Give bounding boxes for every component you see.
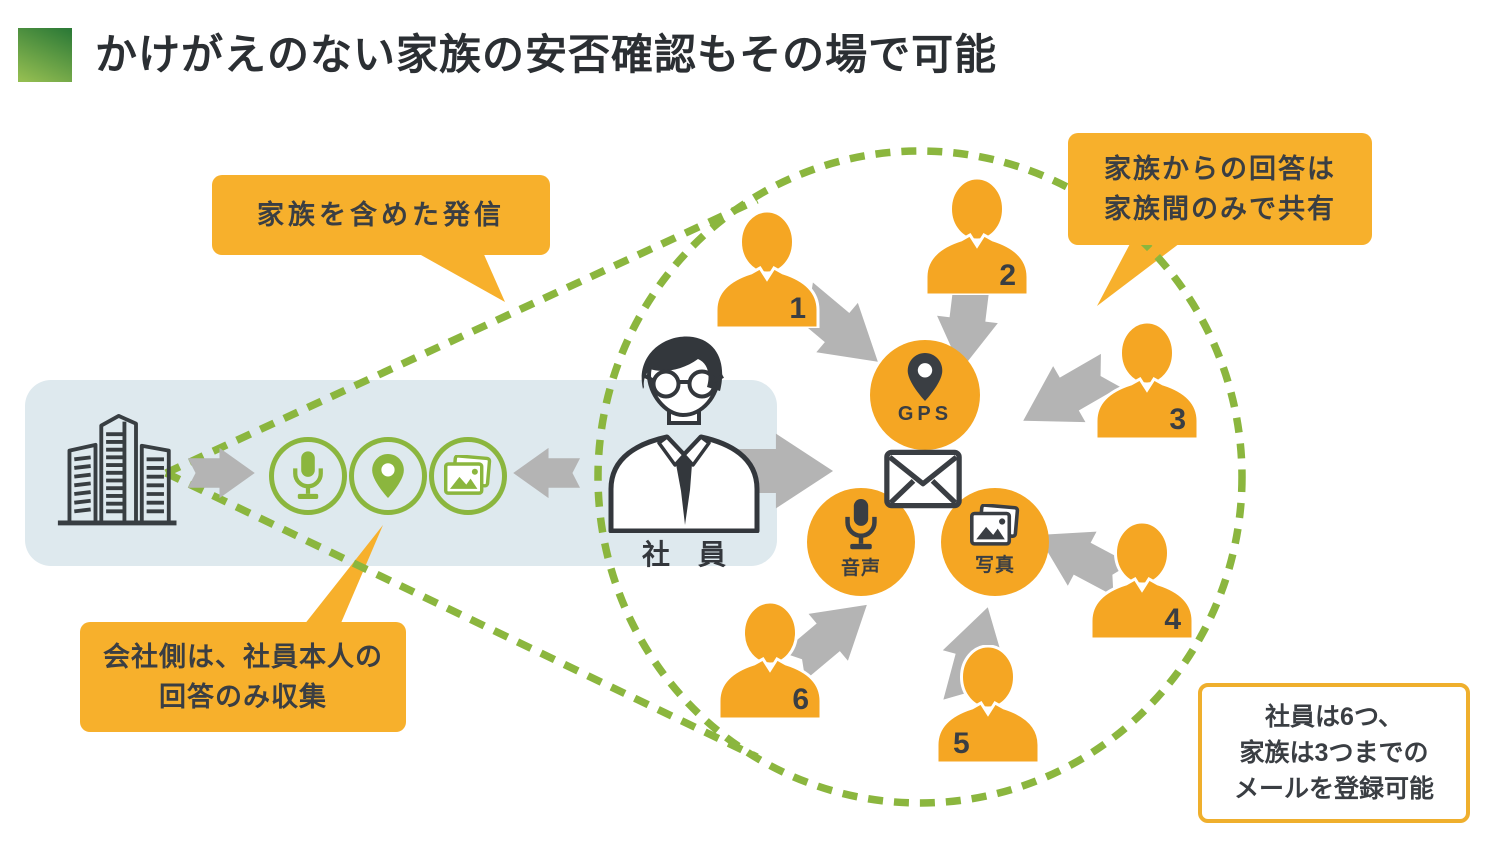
employee-icon (608, 336, 760, 534)
company-collect-callout-tail (300, 525, 383, 630)
family-member-1: 1 (712, 210, 822, 328)
family-share-callout-tail (1097, 240, 1184, 306)
broadcast-callout-text: 家族を含めた発信 (257, 199, 505, 230)
ring-location (349, 437, 427, 515)
photo-label: 写真 (974, 555, 1015, 576)
company-collect-line2: 回答のみ収集 (159, 682, 327, 712)
family-circle-dotted (594, 147, 1246, 807)
company-collect-callout: 会社側は、社員本人の 回答のみ収集 (80, 622, 406, 732)
photo-icon (970, 504, 1020, 546)
member-number: 1 (789, 292, 806, 325)
gps-label: GPS (897, 403, 953, 425)
company-collect-line1: 会社側は、社員本人の (103, 641, 383, 672)
family-member-5: 5 (933, 645, 1043, 763)
envelope-icon (884, 449, 962, 509)
family-member-4: 4 (1087, 521, 1197, 639)
registration-note-box: 社員は6つ、 家族は3つまでの メールを登録可能 (1198, 683, 1470, 823)
family-member-3: 3 (1092, 321, 1202, 439)
audio-label: 音声 (840, 558, 881, 579)
microphone-icon (845, 499, 877, 550)
member-number: 4 (1164, 603, 1181, 636)
building-icon (57, 413, 177, 526)
employee-figure: 社 員 (598, 333, 770, 570)
family-member-2: 2 (922, 177, 1032, 295)
dotted-line-lower (164, 469, 759, 761)
ring-audio (269, 437, 347, 515)
broadcast-callout: 家族を含めた発信 (212, 175, 550, 255)
arrow-icons-from-employee (513, 447, 581, 499)
family-member-6: 6 (715, 601, 825, 719)
member-number: 6 (792, 683, 809, 716)
title-bullet-square (18, 28, 72, 82)
person-icon (933, 645, 1043, 763)
microphone-icon (293, 451, 323, 499)
member-number: 3 (1169, 403, 1186, 436)
member-number: 2 (999, 259, 1016, 292)
gps-pin-icon (907, 353, 943, 401)
page-title: かけがえのない家族の安否確認もその場で可能 (95, 31, 998, 78)
note-line3: メールを登録可能 (1233, 775, 1434, 804)
gps-circle: GPS (870, 340, 980, 450)
note-line1: 社員は6つ、 (1265, 702, 1403, 731)
broadcast-callout-tail (412, 250, 505, 302)
family-share-line1: 家族からの回答は (1104, 153, 1336, 184)
photo-icon (444, 455, 492, 495)
family-share-callout: 家族からの回答は 家族間のみで共有 (1068, 133, 1372, 245)
dotted-line-upper (164, 196, 759, 477)
employee-label: 社 員 (641, 539, 726, 570)
ring-photo (429, 437, 507, 515)
member-number: 5 (953, 727, 970, 760)
location-pin-icon (372, 454, 404, 498)
family-share-line2: 家族間のみで共有 (1104, 194, 1336, 224)
note-line2: 家族は3つまでの (1239, 738, 1429, 767)
